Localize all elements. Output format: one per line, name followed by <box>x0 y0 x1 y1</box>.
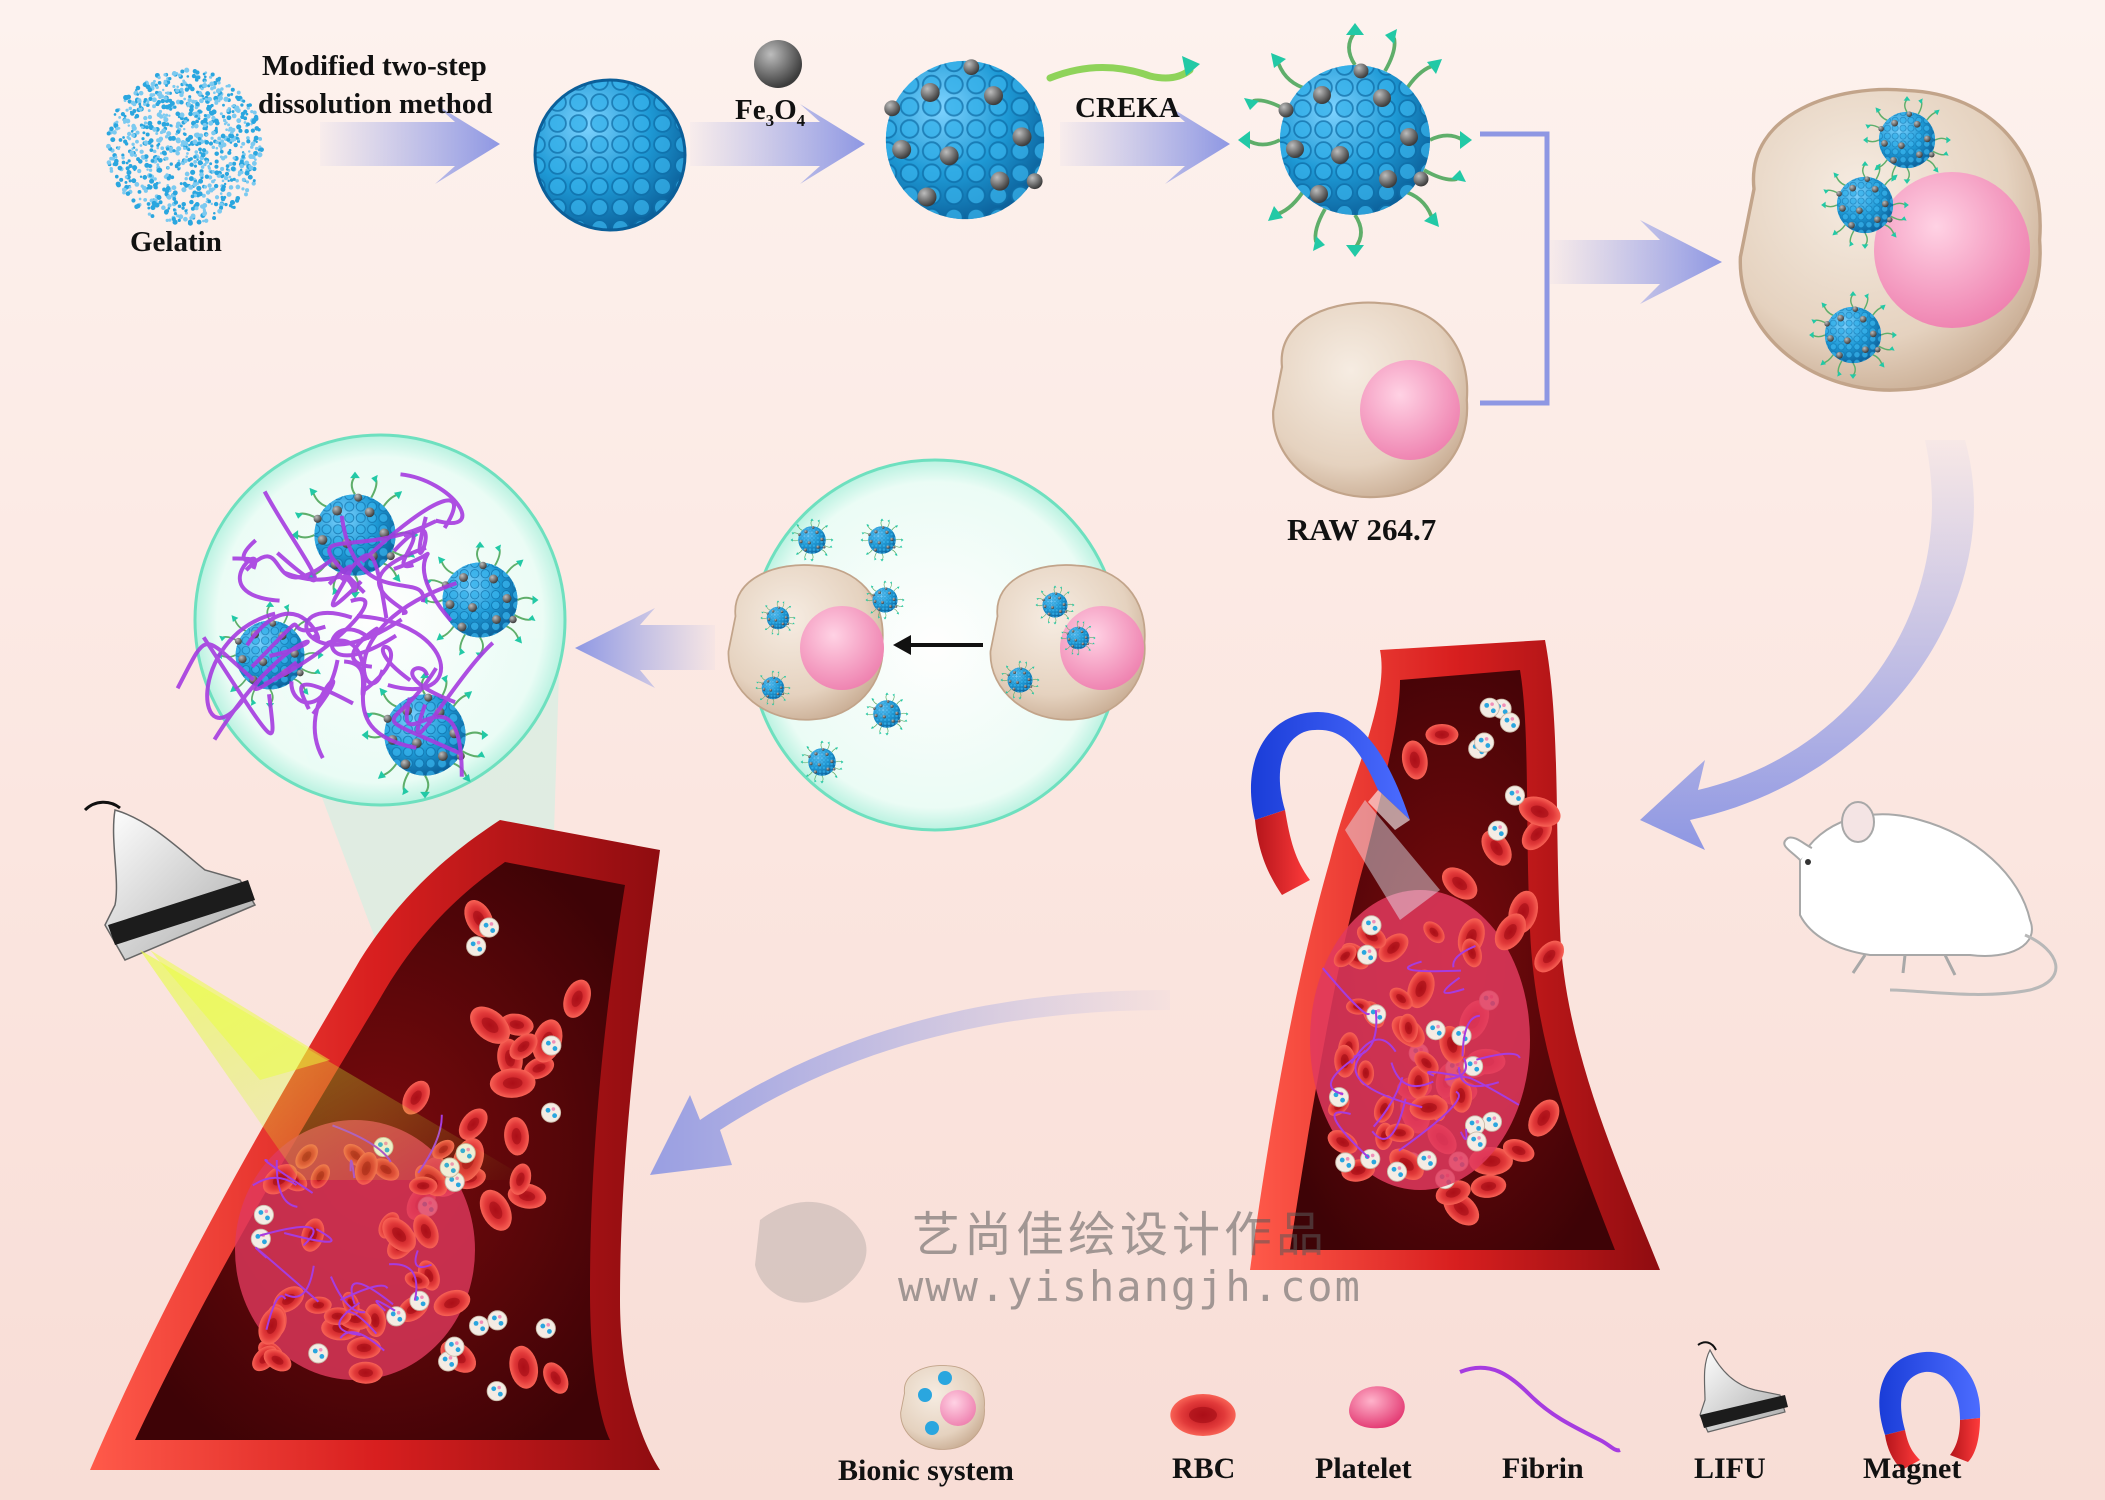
magnet-icon <box>1250 712 1440 920</box>
legend-bionic-icon <box>900 1364 985 1450</box>
fe3o4-sub-3: 3 <box>765 110 775 130</box>
process-arrow-5 <box>575 608 715 688</box>
legend-lifu-label: LIFU <box>1694 1452 1766 1485</box>
legend-fibrin-icon <box>1459 1365 1621 1453</box>
combine-bracket <box>1480 131 1550 406</box>
fe3o4-fe: Fe <box>735 94 766 126</box>
curved-arrow-left <box>650 990 1170 1175</box>
legend-platelet-label: Platelet <box>1315 1452 1412 1485</box>
curved-arrow-down <box>1640 440 1974 850</box>
fe3o4-o: O <box>774 94 797 126</box>
process-arrow-3 <box>1060 104 1230 184</box>
creka-nanoparticle <box>1238 23 1472 257</box>
mouse-icon <box>1783 801 2058 996</box>
fe3o4-sub-4: 4 <box>796 110 806 130</box>
watermark-url: www.yishangjh.com <box>898 1262 1362 1311</box>
blood-vessel-magnet <box>1250 640 1660 1270</box>
method-label-line2: dissolution method <box>258 88 493 120</box>
legend-magnet-icon <box>1879 1351 1981 1470</box>
release-lens <box>727 458 1146 832</box>
method-label-line1: Modified two-step <box>262 50 487 82</box>
legend-magnet-label: Magnet <box>1863 1452 1962 1485</box>
creka-peptide-icon <box>1046 56 1200 82</box>
raw-264-7-label: RAW 264.7 <box>1287 512 1437 547</box>
legend-rbc-label: RBC <box>1172 1452 1236 1485</box>
legend-rbc-icon <box>1170 1394 1236 1436</box>
fe3o4-label: Fe3O4 <box>735 94 805 131</box>
fe3o4-particle <box>754 40 802 88</box>
legend-lifu-icon <box>1697 1341 1788 1433</box>
legend-bionic-label: Bionic system <box>838 1454 1014 1487</box>
gelatin-label: Gelatin <box>130 226 222 258</box>
fe3o4-loaded-nanoparticle <box>884 59 1045 220</box>
loaded-macrophage-cell <box>1738 87 2042 392</box>
process-arrow-4 <box>1550 220 1722 304</box>
process-arrow-2 <box>690 104 865 184</box>
creka-label: CREKA <box>1075 92 1180 124</box>
legend-fibrin-label: Fibrin <box>1502 1452 1584 1485</box>
process-arrow-1 <box>320 104 500 184</box>
gelatin-nanoparticle <box>533 78 687 232</box>
legend-platelet-icon <box>1349 1386 1405 1429</box>
watermark-logo <box>755 1201 867 1303</box>
raw-macrophage-cell <box>1272 301 1469 499</box>
watermark-chinese: 艺尚佳绘设计作品 <box>912 1207 1329 1263</box>
lifu-probe-icon <box>83 800 530 1180</box>
gelatin-particle <box>106 67 264 226</box>
